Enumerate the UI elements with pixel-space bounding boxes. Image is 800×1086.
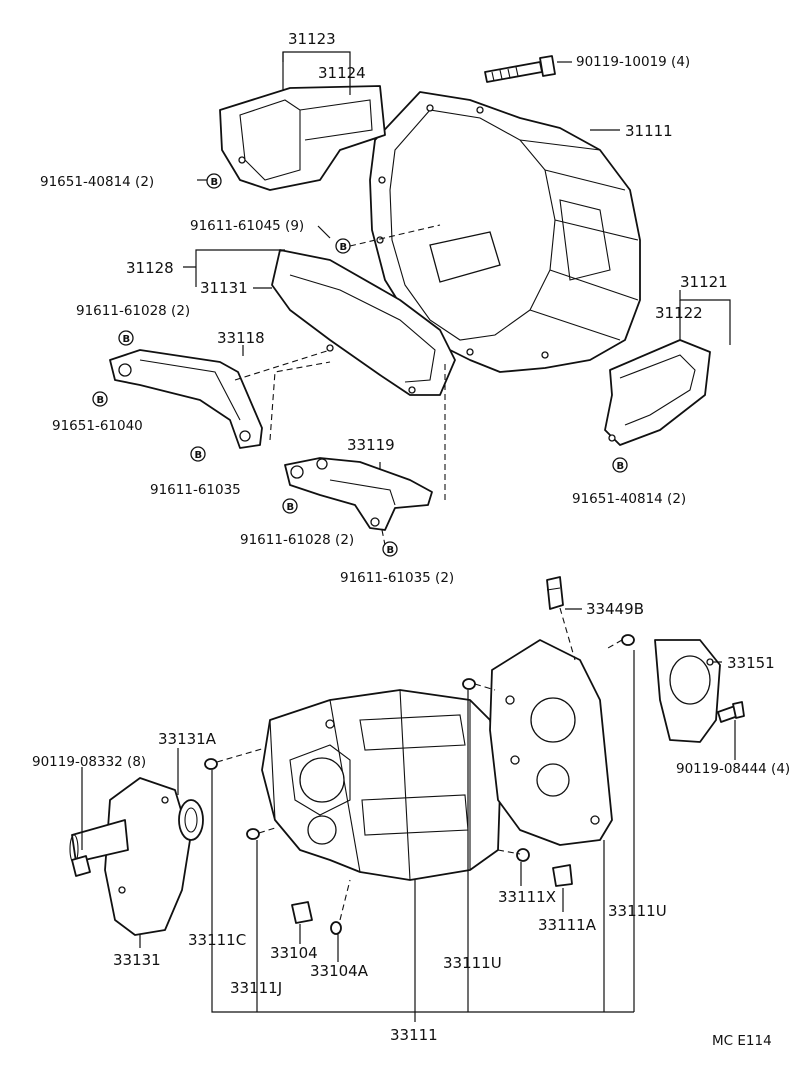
label-91651-40814-a: 91651-40814 (2)	[40, 174, 154, 190]
cover-31121	[604, 339, 711, 446]
label-90119-10019: 90119-10019 (4)	[576, 54, 690, 70]
label-91611-61035-2: 91611-61035 (2)	[340, 570, 454, 586]
label-31121: 31121	[680, 273, 728, 291]
label-33119: 33119	[347, 436, 395, 454]
diagram-code: MC E114	[712, 1033, 772, 1049]
svg-text:B: B	[97, 395, 105, 406]
svg-text:B: B	[617, 461, 625, 472]
bolt-marker: B	[282, 498, 298, 514]
label-31123: 31123	[288, 30, 336, 48]
label-33111C: 33111C	[188, 931, 246, 949]
svg-text:B: B	[287, 502, 295, 513]
bolt-markers-top: B B B B B B B B	[92, 173, 628, 557]
label-33131A: 33131A	[158, 730, 217, 748]
bolt-marker: B	[206, 173, 222, 189]
label-31128: 31128	[126, 259, 174, 277]
retainer-33151	[654, 639, 721, 743]
label-33104A: 33104A	[310, 962, 369, 980]
label-91651-61040: 91651-61040	[52, 418, 143, 434]
cover-plate-31131	[271, 249, 456, 396]
label-33111A: 33111A	[538, 916, 597, 934]
bottom-leader-lines	[81, 607, 736, 1022]
svg-text:B: B	[195, 450, 203, 461]
label-31122: 31122	[655, 304, 703, 322]
label-91611-61035: 91611-61035	[150, 482, 241, 498]
clip-33449B	[546, 576, 564, 610]
label-33151: 33151	[727, 654, 775, 672]
svg-text:B: B	[340, 242, 348, 253]
label-33111U-b: 33111U	[443, 954, 502, 972]
part-labels: 31123 31124 90119-10019 (4) 31111 91651-…	[32, 30, 790, 1049]
bolt-90119-10019	[484, 55, 556, 83]
label-33449B: 33449B	[586, 600, 644, 618]
bolt-marker: B	[335, 238, 351, 254]
bracket-33119	[284, 457, 433, 531]
housing-bolt-holes	[376, 104, 549, 359]
label-33111: 33111	[390, 1026, 438, 1044]
dust-cover-31123	[219, 85, 386, 191]
label-33118: 33118	[217, 329, 265, 347]
label-33131: 33131	[113, 951, 161, 969]
bolt-marker: B	[118, 330, 134, 346]
clutch-housing-31111	[369, 91, 641, 373]
label-91611-61045: 91611-61045 (9)	[190, 218, 304, 234]
top-leader-lines	[183, 51, 731, 546]
label-33104: 33104	[270, 944, 318, 962]
label-31111: 31111	[625, 122, 673, 140]
svg-text:B: B	[387, 545, 395, 556]
label-33111U-a: 33111U	[608, 902, 667, 920]
label-90119-08332: 90119-08332 (8)	[32, 754, 146, 770]
intermediate-plate	[489, 639, 613, 846]
label-31124: 31124	[318, 64, 366, 82]
bolt-marker: B	[190, 446, 206, 462]
front-bearing-retainer-33131	[69, 777, 191, 936]
bolt-marker: B	[92, 391, 108, 407]
bolt-90119-08444	[717, 701, 745, 723]
bolt-marker: B	[612, 457, 628, 473]
oil-seal-33131A	[178, 799, 204, 841]
bolt-90119-08332	[71, 855, 91, 877]
bolt-marker: B	[382, 541, 398, 557]
bracket-33118	[109, 349, 263, 449]
label-33111X: 33111X	[498, 888, 556, 906]
label-33111J: 33111J	[230, 979, 282, 997]
label-90119-08444: 90119-08444 (4)	[676, 761, 790, 777]
small-parts	[204, 634, 635, 935]
svg-text:B: B	[123, 334, 131, 345]
svg-text:B: B	[211, 177, 219, 188]
transmission-case-33111	[261, 689, 501, 881]
label-91611-61028-a: 91611-61028 (2)	[76, 303, 190, 319]
label-91651-40814-b: 91651-40814 (2)	[572, 491, 686, 507]
label-31131: 31131	[200, 279, 248, 297]
label-91611-61028-b: 91611-61028 (2)	[240, 532, 354, 548]
